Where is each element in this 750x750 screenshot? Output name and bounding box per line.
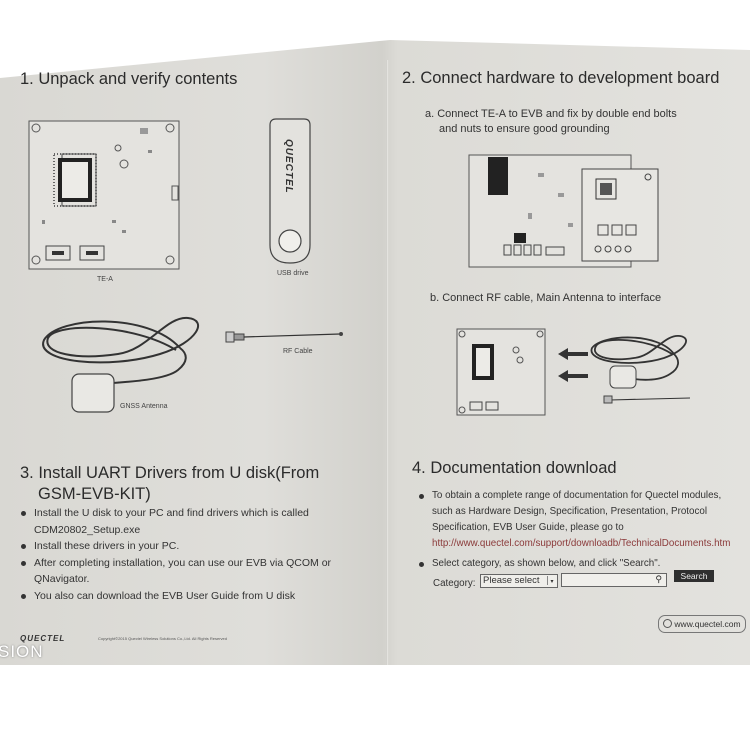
usb-drive-image: QUECTEL [269, 118, 311, 264]
section-2-title: 2. Connect hardware to development board [402, 69, 720, 87]
step-a-line-1: a. Connect TE-A to EVB and fix by double… [425, 108, 677, 120]
category-select-value: Please select [483, 575, 540, 586]
leaflet-fold [386, 60, 389, 665]
rf-cable-image [225, 331, 343, 343]
section-3-title-line-1: 3. Install UART Drivers from U disk(From [20, 464, 320, 482]
search-icon: ⚲ [655, 574, 662, 584]
category-select[interactable]: Please select ▾ [480, 574, 558, 588]
category-instruction: Select category, as shown below, and cli… [418, 556, 742, 572]
watermark-text: SION [0, 642, 44, 661]
install-step: Install the U disk to your PC and find d… [20, 505, 338, 538]
usb-drive-label: USB drive [277, 270, 309, 277]
search-button[interactable]: Search [674, 570, 714, 582]
te-a-board-image [28, 120, 180, 270]
evb-assembly-image [468, 154, 659, 268]
documentation-info: To obtain a complete range of documentat… [418, 488, 742, 552]
gnss-antenna-label: GNSS Antenna [120, 403, 168, 410]
section-3-title-line-2: GSM-EVB-KIT) [38, 485, 151, 503]
documentation-text: To obtain a complete range of documentat… [432, 490, 722, 533]
documentation-link[interactable]: http://www.quectel.com/support/downloadb… [432, 538, 731, 549]
install-step: You also can download the EVB User Guide… [20, 588, 338, 605]
gnss-antenna-image [42, 316, 199, 413]
te-a-label: TE-A [97, 276, 113, 283]
section-1-title: 1. Unpack and verify contents [20, 70, 238, 88]
footer-copyright: Copyright©2015 Quectel Wireless Solution… [98, 636, 228, 641]
install-steps-list: Install the U disk to your PC and find d… [20, 505, 338, 604]
category-instructions: Select category, as shown below, and cli… [418, 556, 742, 572]
rf-cable-label: RF Cable [283, 348, 313, 355]
connect-arrows-icon [558, 348, 588, 382]
main-antenna-image [590, 335, 691, 404]
search-input[interactable]: ⚲ [561, 573, 667, 587]
install-step: Install these drivers in your PC. [20, 538, 338, 555]
website-button[interactable]: www.quectel.com [658, 615, 746, 633]
chevron-down-icon: ▾ [547, 576, 556, 585]
documentation-list: To obtain a complete range of documentat… [418, 488, 742, 552]
step-b-text: b. Connect RF cable, Main Antenna to int… [430, 292, 662, 304]
evb-interface-image [456, 328, 546, 416]
category-label: Category: [433, 578, 476, 589]
install-step: After completing installation, you can u… [20, 555, 338, 588]
section-4-title: 4. Documentation download [412, 459, 617, 477]
website-label: www.quectel.com [674, 619, 741, 629]
usb-brand-text: QUECTEL [283, 139, 294, 194]
footer-logo: QUECTEL [20, 634, 66, 643]
globe-icon [663, 619, 673, 628]
step-a-line-2: and nuts to ensure good grounding [439, 123, 610, 135]
